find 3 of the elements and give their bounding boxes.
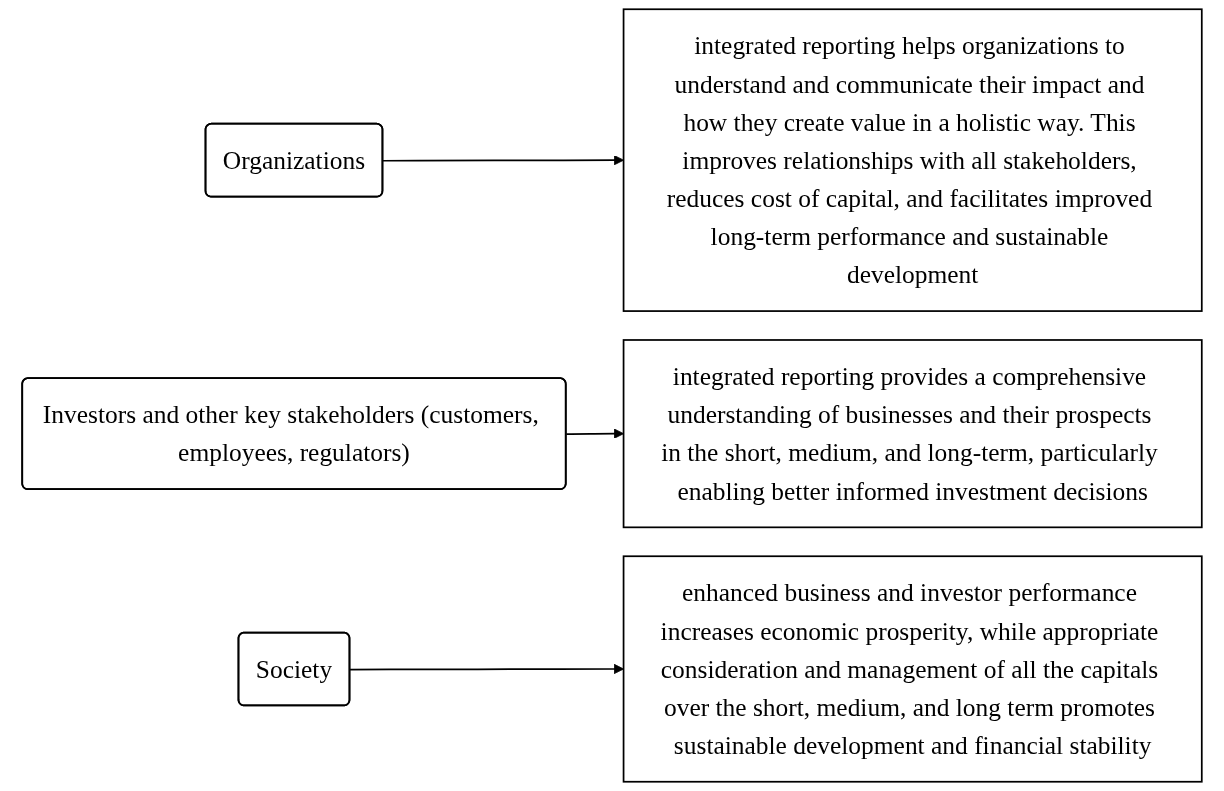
- node-box: integrated reporting helps organizations to understand and communicate their impact and how they create value in a holistic way. This improves relationships with all stakeholders, reduces cost of capital, and facilitates improved long-term performance and sustainable development: [622, 8, 1203, 312]
- node-box: integrated reporting provides a comprehensive understanding of businesses and their prospects in the short, medium, and long-term, particularly enabling better informed investment decisions: [622, 339, 1203, 529]
- node-box: enhanced business and investor performance increases economic prosperity, while appropriate consideration and management of all the capitals over the short, medium, and long term promotes sustainable development and financial stability: [622, 555, 1203, 783]
